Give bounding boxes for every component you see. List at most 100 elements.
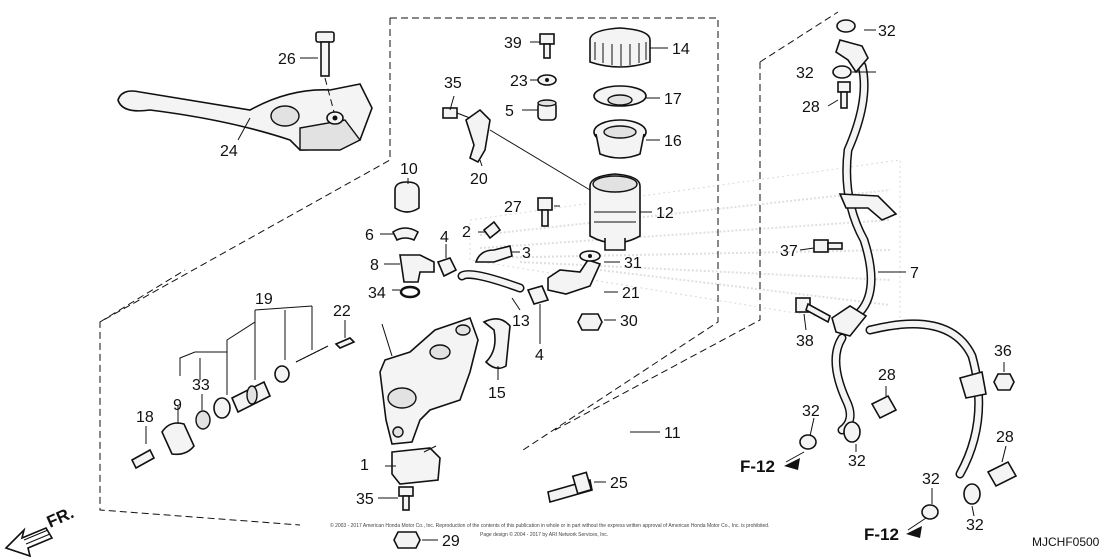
callout-36: 36: [994, 343, 1012, 360]
callout-15: 15: [488, 385, 506, 402]
callout-14: 14: [672, 41, 690, 58]
front-label: FR.: [44, 503, 77, 531]
cross-ref-label: F-12: [864, 525, 899, 544]
hose-clamp-upper: [436, 257, 458, 278]
callout-2: 2: [462, 224, 471, 241]
reservoir-tank: [589, 173, 641, 251]
sealing-washers: [799, 19, 939, 520]
master-cylinder-body: [379, 316, 479, 445]
callout-28c: 28: [996, 429, 1014, 446]
lever-pivot-bolt: [547, 471, 593, 504]
callout-29: 29: [442, 533, 460, 550]
pivot-bolt: [315, 31, 335, 113]
brake-hose-right-branch: [865, 319, 987, 505]
callout-labels: 1 2 3 4 4 5 6 7 8 9 10 11 12 13 14 15 16…: [136, 23, 1014, 550]
callout-28b: 28: [878, 367, 896, 384]
callout-37: 37: [780, 243, 798, 260]
callout-26: 26: [278, 51, 296, 68]
front-direction-arrow: FR.: [4, 503, 77, 558]
collar: [537, 74, 557, 86]
callout-32e: 32: [922, 471, 940, 488]
cap-grommet: [394, 181, 420, 213]
callout-24: 24: [220, 143, 238, 160]
callout-22: 22: [333, 303, 351, 320]
brake-lever: [117, 83, 373, 151]
junction-bolt: [795, 297, 831, 324]
callout-13: 13: [512, 313, 530, 330]
diagram-code: MJCHF0500: [1032, 535, 1100, 549]
copyright-line-2: Page design © 2004 - 2017 by ARI Network…: [480, 531, 608, 538]
callout-10: 10: [400, 161, 418, 178]
o-ring: [399, 285, 421, 299]
callout-38: 38: [796, 333, 814, 350]
callout-4a: 4: [440, 229, 449, 246]
callout-35b: 35: [356, 491, 374, 508]
reservoir-cap: [589, 27, 651, 68]
callout-4b: 4: [535, 347, 544, 364]
switch-screw: [398, 486, 414, 511]
bracket-washer: [579, 250, 601, 262]
callout-20: 20: [470, 171, 488, 188]
mirror-bracket: [547, 259, 602, 295]
callout-28a: 28: [802, 99, 820, 116]
callout-32b: 32: [796, 65, 814, 82]
reservoir-stay: [442, 107, 591, 191]
hose-joint: [399, 254, 435, 283]
brake-hose-junction: [831, 305, 868, 337]
clip: [391, 227, 420, 242]
oil-bolt-right: [986, 460, 1018, 488]
callout-1: 1: [360, 457, 369, 474]
callout-33: 33: [192, 377, 210, 394]
assembly-outline-piston: [99, 269, 186, 323]
copyright-line-1: © 2003 - 2017 American Honda Motor Co., …: [330, 522, 769, 529]
callout-32a: 32: [878, 23, 896, 40]
leader-lines: [145, 29, 1007, 541]
callout-34: 34: [368, 285, 386, 302]
cap-nut: [993, 373, 1015, 391]
callout-12: 12: [656, 205, 674, 222]
callout-17: 17: [664, 91, 682, 108]
cross-ref-f12-right: F-12: [864, 525, 922, 544]
reservoir-hose: [457, 270, 525, 293]
base-nut: [393, 531, 421, 549]
wing-watermark: [469, 159, 901, 331]
callout-32d: 32: [848, 453, 866, 470]
callout-21: 21: [622, 285, 640, 302]
callout-6: 6: [365, 227, 374, 244]
diaphragm: [593, 119, 647, 159]
callout-23: 23: [510, 73, 528, 90]
hose-guide-bolt: [813, 239, 843, 253]
bracket-nut: [577, 313, 603, 331]
joint-bolt: [474, 220, 513, 263]
oil-bolt-upper: [837, 81, 851, 109]
cross-ref-label: F-12: [740, 457, 775, 476]
callout-9: 9: [173, 397, 182, 414]
cross-ref-f12-left: F-12: [740, 457, 800, 476]
brake-switch: [391, 445, 441, 485]
grommet: [537, 99, 557, 121]
callout-31: 31: [624, 255, 642, 272]
callout-7: 7: [910, 265, 919, 282]
callout-18: 18: [136, 409, 154, 426]
oil-bolt-left: [870, 394, 898, 420]
callout-25: 25: [610, 475, 628, 492]
callout-30: 30: [620, 313, 638, 330]
callout-32c: 32: [802, 403, 820, 420]
hose-clamp-lower: [526, 285, 550, 305]
callout-39: 39: [504, 35, 522, 52]
callout-5: 5: [505, 103, 514, 120]
boot-clamp: [482, 318, 511, 370]
callout-11: 11: [664, 425, 681, 442]
brake-hose-left-branch: [831, 333, 861, 443]
callout-16: 16: [664, 133, 682, 150]
callout-8: 8: [370, 257, 379, 274]
brake-hose-upper: [835, 39, 898, 317]
callout-32f: 32: [966, 517, 984, 534]
piston-callout-lines: [179, 305, 313, 395]
callout-3: 3: [522, 245, 531, 262]
callout-27: 27: [504, 199, 522, 216]
callout-35a: 35: [444, 75, 462, 92]
diaphragm-plate: [593, 85, 647, 107]
